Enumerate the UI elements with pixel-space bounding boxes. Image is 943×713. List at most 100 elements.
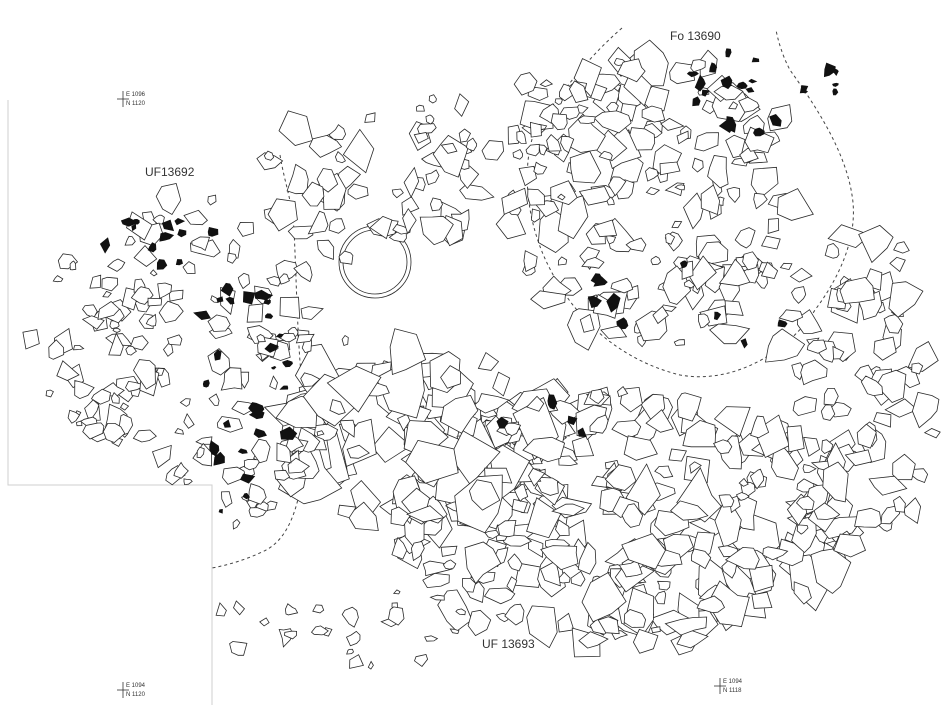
sherd-outline <box>300 372 321 387</box>
sherd-outline <box>625 237 647 252</box>
sherd-outline <box>557 612 575 633</box>
sherd-outline <box>483 587 516 605</box>
sherd-outline <box>449 628 460 635</box>
sherd-outline <box>581 572 627 623</box>
sherd-solid <box>264 342 279 353</box>
sherd-outline <box>725 134 746 159</box>
sherd-outline <box>454 93 470 118</box>
sherd-outline <box>316 168 339 193</box>
sherd-solid <box>801 89 809 94</box>
sherd-outline <box>112 327 121 333</box>
sherd-outline <box>481 140 505 161</box>
sherd-outline <box>523 250 538 273</box>
sherd-outline <box>233 600 246 616</box>
sherd-outline <box>69 260 77 271</box>
sherd-outline <box>406 505 445 523</box>
sherd-outline <box>349 654 364 669</box>
sherd-outline <box>442 559 457 570</box>
sherd-outline <box>604 464 637 491</box>
sherd-solid <box>193 310 211 321</box>
sherd-outline <box>208 393 220 406</box>
sherd-outline <box>429 197 443 212</box>
sherd-outline <box>806 339 827 354</box>
sherd-outline <box>654 465 674 479</box>
sherd-solid <box>709 62 718 73</box>
sherd-outline <box>750 415 770 439</box>
sherd-outline <box>422 572 450 589</box>
sherd-outline <box>546 134 562 152</box>
sherd-outline <box>690 59 706 73</box>
sherd-solid <box>239 473 256 484</box>
sherd-solid <box>253 428 267 439</box>
sherd-outline <box>307 210 329 235</box>
grid-label-e: E 1096 <box>126 92 146 98</box>
sherd-solid <box>769 114 782 127</box>
grid-label-e: E 1094 <box>126 683 146 689</box>
sherd-outline <box>557 193 566 201</box>
sherd-outline <box>800 359 828 386</box>
sherd-outline <box>893 495 906 513</box>
sherd-outline <box>328 124 347 141</box>
sherd-outline <box>581 256 605 269</box>
sherd-outline <box>753 193 768 210</box>
grid-marker-sw: E 1094 N 1120 <box>117 682 146 698</box>
sherd-outline <box>650 255 662 266</box>
sherd-outline <box>889 256 906 273</box>
sherd-outline <box>101 276 119 292</box>
sherd-outline <box>125 345 137 356</box>
sherd-outline <box>645 167 659 182</box>
sherd-solid <box>832 68 839 76</box>
sherd-outline <box>467 609 492 637</box>
sherd-outline <box>827 224 872 249</box>
sherd-outline <box>600 325 628 339</box>
sherd-outline <box>347 183 369 200</box>
sherd-outline <box>157 282 173 299</box>
sherd-solid <box>220 282 234 297</box>
sherd-solid <box>159 232 175 242</box>
sherd-outline <box>243 458 261 471</box>
sherd-solid <box>832 82 839 87</box>
sherd-outline <box>560 135 575 154</box>
sherd-outline <box>824 243 840 259</box>
sherd-outline <box>173 461 189 479</box>
sherd-outline <box>472 393 510 414</box>
sherd-solid <box>753 127 765 137</box>
sherd-outline <box>911 391 940 429</box>
sherd-outline <box>822 461 849 503</box>
sherd-outline <box>109 320 120 330</box>
sherd-outline <box>413 132 429 144</box>
sherd-outline <box>526 605 558 649</box>
sherd-solid <box>740 338 748 349</box>
sherd-outline <box>718 258 751 287</box>
sherd-outline <box>312 604 325 614</box>
sherd-outline <box>342 128 375 174</box>
sherd-outline <box>459 183 495 201</box>
sherd-outline <box>300 306 324 320</box>
sherd-outline <box>110 392 120 404</box>
sherd-outline <box>259 617 270 627</box>
sherd-outline <box>528 467 546 487</box>
sherd-outline <box>501 534 533 547</box>
sherd-outline <box>569 150 602 184</box>
sherd-solid <box>156 259 168 270</box>
sherd-outline <box>329 399 346 415</box>
sherd-solid <box>147 242 157 253</box>
sherd-outline <box>339 419 356 438</box>
sherd-outline <box>676 130 689 145</box>
sherd-outline <box>387 606 405 626</box>
sherd-outline <box>227 252 237 264</box>
sherd-outline <box>414 654 429 667</box>
sherd-outline <box>579 313 595 333</box>
sherd-solid <box>271 366 277 370</box>
sherd-outline <box>551 503 585 517</box>
sherd-outline <box>760 261 779 279</box>
sherd-outline <box>513 72 538 96</box>
sherd-outline <box>207 314 231 332</box>
sherd-outline <box>650 626 661 634</box>
sherd-outline <box>813 502 841 520</box>
grid-label-n: N 1120 <box>126 692 146 698</box>
sherd-outline <box>179 398 191 407</box>
sherd-solid <box>616 317 629 330</box>
sherd-outline <box>669 500 709 521</box>
zone-label-fo13690: Fo 13690 <box>670 29 721 43</box>
